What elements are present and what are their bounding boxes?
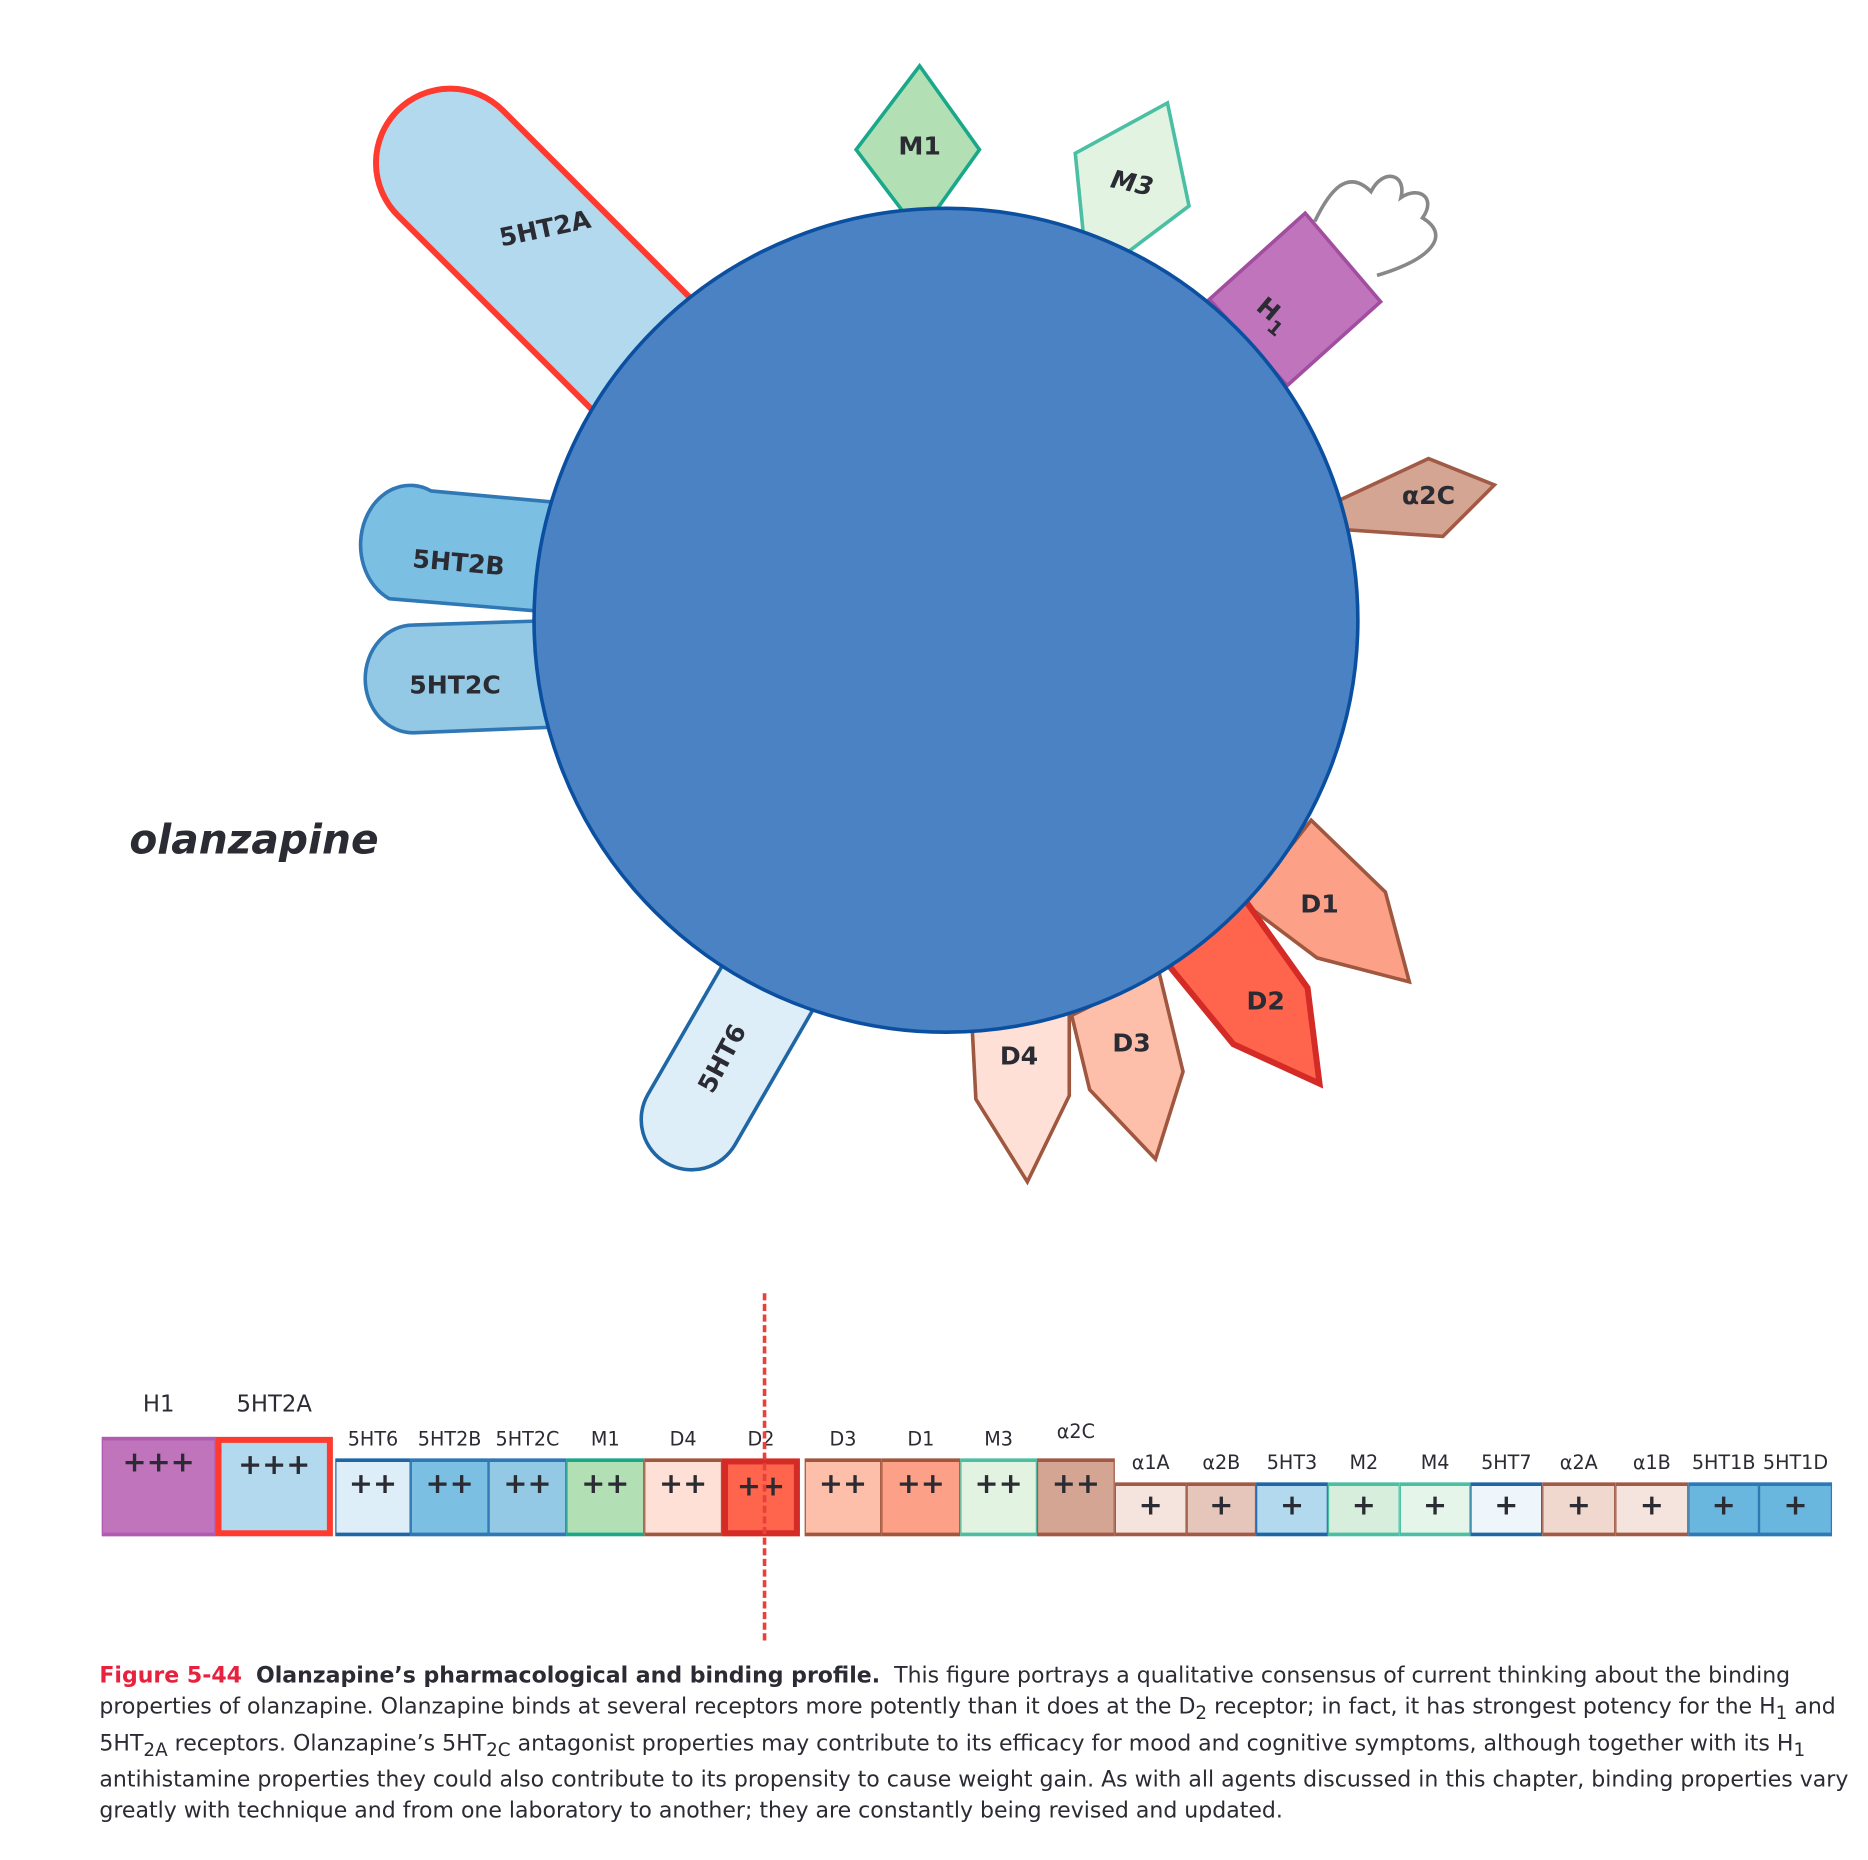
potency-marker: + (1351, 1488, 1376, 1522)
caption-text: receptor; in fact, it has strongest pote… (1207, 1694, 1776, 1720)
subscript: 1 (1775, 1702, 1788, 1724)
binding-label: 5HT3 (1266, 1451, 1318, 1474)
subscript: 2C (486, 1739, 511, 1761)
receptor-5ht2a (373, 85, 702, 415)
binding-label: D4 (669, 1427, 697, 1451)
binding-label: M1 (590, 1427, 620, 1451)
subscript: 2A (143, 1739, 168, 1761)
binding-segment: + (1327, 1482, 1400, 1537)
potency-marker: ++ (581, 1466, 630, 1501)
label-d3: D3 (1112, 1028, 1150, 1057)
potency-marker: + (1711, 1488, 1736, 1522)
binding-label: α2B (1202, 1451, 1241, 1474)
potency-marker: ++ (503, 1466, 552, 1501)
binding-label: D3 (829, 1427, 857, 1451)
caption-text: This figure portrays a qualitative conse… (99, 1663, 1791, 1720)
caption-text: antihistamine properties they could also… (99, 1767, 1849, 1825)
binding-label: 5HT7 (1481, 1451, 1532, 1474)
binding-label: 5HT2B (417, 1427, 482, 1451)
label-m1: M1 (898, 131, 940, 160)
binding-segment: + (1186, 1482, 1257, 1537)
potency-marker: + (1423, 1488, 1448, 1522)
potency-marker: ++ (659, 1466, 708, 1501)
potency-marker: ++ (818, 1466, 868, 1501)
subscript: 1 (1793, 1739, 1806, 1761)
binding-label: 5HT1D (1762, 1451, 1829, 1474)
receptor-diagram: 5HT2A M1 M3 H1 α2C 5HT2B 5HT2C 5HT6 D1 D… (358, 62, 1498, 1186)
figure-caption: Figure 5-44 Olanzapine’s pharmacological… (99, 1661, 1859, 1828)
drug-circle (532, 206, 1360, 1034)
binding-label: M3 (984, 1427, 1013, 1451)
potency-marker: + (1138, 1488, 1163, 1522)
potency-marker: + (1566, 1488, 1591, 1522)
binding-label: D1 (907, 1427, 935, 1451)
potency-marker: ++ (736, 1469, 786, 1503)
potency-marker: + (1279, 1488, 1305, 1522)
potency-marker: +++ (122, 1445, 195, 1479)
potency-marker: ++ (425, 1466, 474, 1501)
binding-segment: ++ (722, 1458, 800, 1537)
binding-label: 5HT2C (495, 1427, 560, 1451)
binding-segment: ++ (881, 1458, 961, 1537)
binding-label: M2 (1349, 1451, 1379, 1474)
binding-label: α1A (1131, 1451, 1170, 1474)
receptor-m3 (1073, 100, 1192, 256)
binding-label: α1B (1632, 1451, 1671, 1474)
receptor-5ht2b (358, 483, 565, 616)
binding-segment: ++ (335, 1458, 411, 1537)
drug-name: olanzapine (129, 816, 379, 865)
binding-segment: + (1256, 1482, 1328, 1537)
binding-label: D2 (747, 1427, 775, 1451)
receptor-5ht2c (363, 618, 565, 735)
label-d2: D2 (1246, 986, 1284, 1015)
potency-marker: +++ (238, 1447, 311, 1482)
label-d4: D4 (1000, 1041, 1038, 1070)
caption-text: antagonist properties may contribute to … (510, 1731, 1794, 1757)
binding-segment: ++ (1036, 1458, 1115, 1537)
binding-label: 5HT2A (236, 1391, 312, 1418)
binding-segment: ++ (410, 1458, 489, 1537)
binding-label: α2A (1559, 1451, 1598, 1474)
binding-label: α2C (1056, 1420, 1095, 1443)
potency-marker: ++ (348, 1466, 398, 1501)
binding-segment: ++ (644, 1458, 723, 1537)
figure-number: Figure 5-44 (99, 1663, 242, 1689)
binding-segment: + (1470, 1482, 1543, 1537)
binding-segment: + (1542, 1482, 1616, 1537)
potency-marker: + (1494, 1488, 1519, 1522)
label-d1: D1 (1300, 889, 1338, 918)
label-a2c: α2C (1402, 481, 1455, 510)
binding-label: 5HT6 (347, 1427, 399, 1451)
subscript: 2 (1195, 1702, 1208, 1724)
binding-segment: ++ (566, 1458, 645, 1537)
potency-marker: ++ (1051, 1466, 1100, 1501)
figure-title: Olanzapine’s pharmacological and binding… (256, 1663, 881, 1689)
histamine-wavy-icon (1313, 174, 1438, 278)
binding-segment: ++ (488, 1458, 567, 1537)
potency-marker: + (1209, 1488, 1234, 1522)
receptor-d4 (970, 1009, 1072, 1186)
caption-text: receptors. Olanzapine’s 5HT (167, 1731, 487, 1757)
binding-label: H1 (142, 1391, 175, 1418)
potency-marker: ++ (974, 1466, 1023, 1501)
binding-label: M4 (1420, 1451, 1450, 1474)
potency-marker: ++ (896, 1466, 945, 1501)
potency-marker: + (1639, 1488, 1664, 1522)
binding-segment: ++ (960, 1458, 1037, 1537)
binding-segment: ++ (804, 1458, 882, 1537)
potency-marker: + (1783, 1488, 1808, 1522)
label-5ht2c: 5HT2C (409, 670, 501, 699)
binding-segment: + (1114, 1482, 1187, 1537)
caption-text: and 5HT (99, 1694, 1836, 1757)
binding-label: 5HT1B (1691, 1451, 1756, 1474)
d2-reference-line (762, 1293, 767, 1641)
binding-segment: + (1758, 1482, 1833, 1537)
binding-segment: +++ (215, 1436, 333, 1537)
binding-segment: + (1615, 1482, 1689, 1537)
binding-segment: +++ (101, 1436, 216, 1537)
receptor-d1 (1242, 817, 1412, 985)
binding-segment: + (1688, 1482, 1759, 1537)
binding-segment: + (1399, 1482, 1471, 1537)
